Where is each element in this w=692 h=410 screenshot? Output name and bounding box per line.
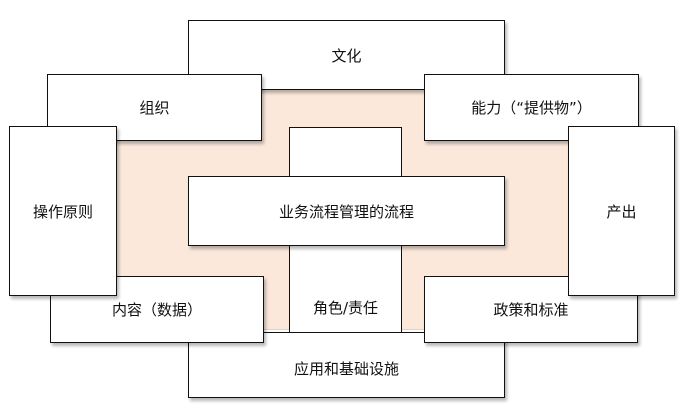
policies-label: 政策和标准 [493, 301, 569, 319]
business-process-label: 业务流程管理的流程 [278, 202, 414, 221]
culture-label: 文化 [331, 47, 362, 65]
output-box: 产出 [568, 126, 675, 296]
infrastructure-box: 应用和基础设施 [188, 332, 505, 398]
capability-label: 能力（“提供物”） [471, 99, 592, 117]
business-process-box: 业务流程管理的流程 [188, 176, 505, 246]
content-label: 内容（数据） [111, 301, 202, 319]
operating-principles-label: 操作原则 [32, 202, 93, 221]
policies-box: 政策和标准 [424, 276, 638, 343]
output-label: 产出 [606, 202, 637, 221]
organization-label: 组织 [139, 99, 170, 117]
operating-principles-box: 操作原则 [9, 126, 117, 296]
infrastructure-label: 应用和基础设施 [293, 360, 399, 378]
roles-label: 角色/责任 [312, 299, 379, 317]
